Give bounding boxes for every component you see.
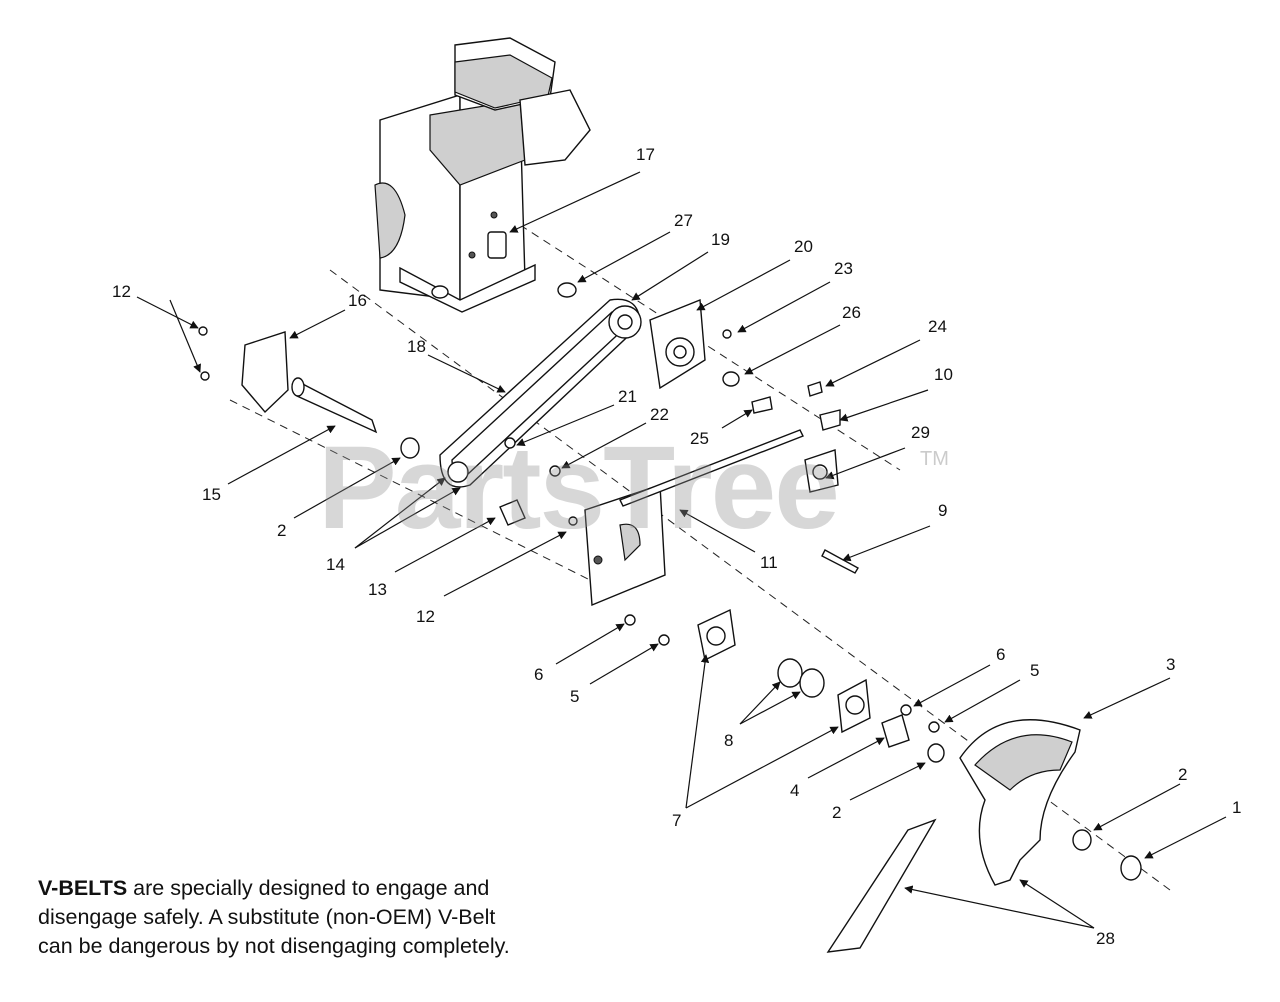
nut-part-6-upper <box>624 614 636 626</box>
note-line-3: can be dangerous by not disengaging comp… <box>38 934 510 958</box>
edger-blade-part-28 <box>826 818 937 953</box>
nut-part-12-left <box>198 326 210 381</box>
note-bold-term: V-BELTS <box>38 876 128 900</box>
bearing-flange-part-7-lower <box>837 678 871 734</box>
callout-25: 25 <box>690 429 709 448</box>
nut-part-5-lower <box>928 721 940 733</box>
callout-10: 10 <box>934 365 953 384</box>
shaft-part-15 <box>291 377 378 434</box>
callout-6-lower: 6 <box>996 645 1005 664</box>
callout-16: 16 <box>348 291 367 310</box>
trademark-mark: TM <box>920 448 949 470</box>
v-belt-part-18 <box>439 298 642 488</box>
note-line-1: V-BELTS are specially designed to engage… <box>38 874 598 903</box>
callout-3: 3 <box>1166 655 1175 674</box>
callout-5-upper: 5 <box>570 687 579 706</box>
bracket-part-29 <box>804 449 839 493</box>
callout-2-middle: 2 <box>832 803 841 822</box>
callout-7: 7 <box>672 811 681 830</box>
callout-15: 15 <box>202 485 221 504</box>
callout-labels: 17 27 19 20 23 26 24 10 29 9 12 16 18 21… <box>112 145 1241 948</box>
callout-14: 14 <box>326 555 345 574</box>
lever-part-10 <box>819 409 841 431</box>
engine-part-17 <box>374 37 591 313</box>
nut-part-12-right <box>568 516 578 526</box>
callout-11: 11 <box>760 553 778 572</box>
idler-bracket-part-20 <box>649 298 706 390</box>
callout-19: 19 <box>711 230 730 249</box>
pin-part-9 <box>821 549 859 574</box>
callout-1: 1 <box>1232 798 1241 817</box>
partstree-watermark: PartsTree <box>318 422 840 554</box>
callout-17: 17 <box>636 145 655 164</box>
washer-part-26 <box>722 371 740 387</box>
leader-lines <box>136 171 1227 929</box>
callout-26: 26 <box>842 303 861 322</box>
note-line-2: disengage safely. A substitute (non-OEM)… <box>38 905 496 929</box>
blade-guard-part-3 <box>959 719 1081 886</box>
callout-6-upper: 6 <box>534 665 543 684</box>
nut-part-21 <box>504 437 516 449</box>
callout-2-right: 2 <box>1178 765 1187 784</box>
callout-13: 13 <box>368 580 387 599</box>
washer-part-27 <box>557 282 577 298</box>
bearing-part-8 <box>777 658 825 698</box>
bearing-part-13 <box>499 499 526 526</box>
nut-part-23 <box>722 329 732 339</box>
note-line-1-text: are specially designed to engage and <box>127 876 490 900</box>
washer-part-2-right <box>1072 829 1092 851</box>
callout-27: 27 <box>674 211 693 230</box>
nut-part-5-upper <box>658 634 670 646</box>
washer-part-2-left <box>400 437 420 459</box>
callout-28: 28 <box>1096 929 1115 948</box>
callout-24: 24 <box>928 317 947 336</box>
v-belt-warning-note: V-BELTS are specially designed to engage… <box>38 874 598 961</box>
nut-part-1 <box>1120 855 1142 881</box>
callout-9: 9 <box>938 501 947 520</box>
callout-22: 22 <box>650 405 669 424</box>
callout-20: 20 <box>794 237 813 256</box>
callout-5-lower: 5 <box>1030 661 1039 680</box>
bolt-part-25 <box>751 396 773 414</box>
callout-23: 23 <box>834 259 853 278</box>
bearing-flange-part-7 <box>697 608 736 662</box>
callout-12-upper: 12 <box>112 282 131 301</box>
callout-8: 8 <box>724 731 733 750</box>
callout-21: 21 <box>618 387 637 406</box>
callout-4: 4 <box>790 781 799 800</box>
callout-18: 18 <box>407 337 426 356</box>
housing-plate-part-11 <box>584 429 804 607</box>
callout-12-lower: 12 <box>416 607 435 626</box>
spacer-part-4 <box>881 714 910 748</box>
callout-29: 29 <box>911 423 930 442</box>
nut-part-22 <box>549 465 561 477</box>
bolt-part-24 <box>807 381 823 397</box>
washer-part-2-middle <box>927 743 945 763</box>
nut-part-6-lower <box>900 704 912 716</box>
bracket-part-16 <box>241 331 289 414</box>
callout-2-left: 2 <box>277 521 286 540</box>
